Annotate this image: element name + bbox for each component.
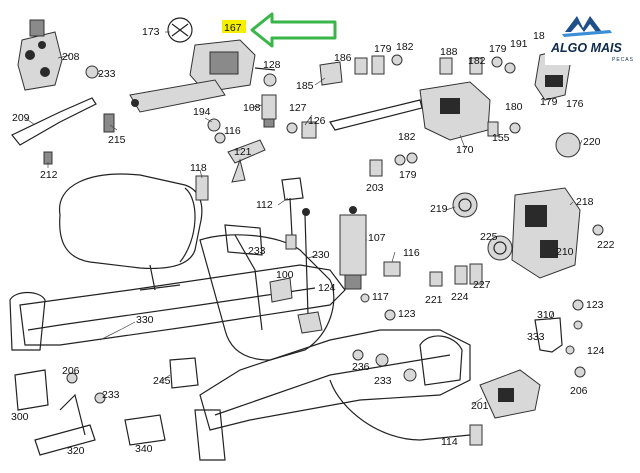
part-number-label: 180 <box>505 101 523 113</box>
part-number-label: 233 <box>248 245 266 257</box>
part-number-label: 208 <box>62 51 80 63</box>
part-number-label: 340 <box>135 443 153 455</box>
part-number-label: 179 <box>374 43 392 55</box>
part-number-label: 225 <box>480 231 498 243</box>
part-number-label: 107 <box>368 232 386 244</box>
part-number-label: 219 <box>430 203 448 215</box>
part-number-label: 179 <box>399 169 417 181</box>
part-number-label: 233 <box>102 389 120 401</box>
part-number-label: 333 <box>527 331 545 343</box>
part-number-label: 233 <box>98 68 116 80</box>
brand-logo-icon <box>565 16 602 32</box>
part-number-label: 182 <box>396 41 414 53</box>
part-number-label: 100 <box>276 269 294 281</box>
part-number-label: 176 <box>566 98 584 110</box>
part-number-label: 182 <box>398 131 416 143</box>
part-number-label: 173 <box>142 26 160 38</box>
brand-logo: ALGO MAIS PECAS <box>545 0 640 65</box>
part-number-label: 186 <box>334 52 352 64</box>
green-arrow-icon <box>250 12 337 48</box>
part-number-label: 191 <box>510 38 528 50</box>
part-number-label: 245 <box>153 375 171 387</box>
part-number-label: 300 <box>11 411 29 423</box>
part-number-label: 222 <box>597 239 615 251</box>
regulator-167 <box>129 17 276 113</box>
brand-tagline: PECAS <box>612 57 634 63</box>
part-number-label: 127 <box>289 102 307 114</box>
part-number-label: 155 <box>492 132 510 144</box>
axle-assembly <box>9 173 471 461</box>
highlight-box <box>222 20 246 33</box>
part-number-label: 179 <box>489 43 507 55</box>
part-number-label: 227 <box>473 279 491 291</box>
part-number-label: 206 <box>570 385 588 397</box>
part-number-label: 121 <box>234 146 252 158</box>
part-number-label: 215 <box>108 134 126 146</box>
part-number-label: 218 <box>576 196 594 208</box>
part-number-label: 185 <box>296 80 314 92</box>
part-number-label: 210 <box>556 246 574 258</box>
brand-name: ALGO MAIS <box>550 41 622 55</box>
part-number-label: 124 <box>587 345 605 357</box>
part-number-label: 212 <box>40 169 58 181</box>
part-number-label: 182 <box>468 55 486 67</box>
part-number-label: 167 <box>224 22 242 34</box>
part-number-label: 310 <box>537 309 555 321</box>
part-number-label: 209 <box>12 112 30 124</box>
part-number-label: 230 <box>312 249 330 261</box>
part-number-label: 203 <box>366 182 384 194</box>
leader-lines <box>24 31 583 406</box>
part-number-label: 188 <box>440 46 458 58</box>
part-number-label: 194 <box>193 106 211 118</box>
part-number-label: 220 <box>583 136 601 148</box>
part-number-label: 114 <box>441 436 458 448</box>
part-number-label: 118 <box>190 162 207 174</box>
part-number-label: 112 <box>256 199 273 211</box>
part-number-label: 206 <box>62 365 80 377</box>
part-number-label: 116 <box>403 247 420 259</box>
part-number-label: 123 <box>586 299 604 311</box>
part-number-label: 128 <box>263 59 281 71</box>
part-number-label: 233 <box>374 375 392 387</box>
part-number-label: 179 <box>540 96 558 108</box>
part-number-label: 201 <box>471 400 489 412</box>
highlight-167 <box>222 12 337 48</box>
fittings <box>11 49 604 456</box>
part-number-label: 126 <box>308 115 326 127</box>
part-number-label: 124 <box>318 282 336 294</box>
part-number-label: 320 <box>67 445 85 457</box>
part-number-label: 123 <box>398 308 416 320</box>
part-number-label: 108 <box>243 102 261 114</box>
part-number-label: 330 <box>136 314 154 326</box>
part-number-label: 117 <box>372 291 389 303</box>
part-number-label: 170 <box>456 144 474 156</box>
part-number-label: 221 <box>425 294 443 306</box>
valve-208 <box>17 19 63 91</box>
part-number-label: 236 <box>352 361 370 373</box>
part-number-label: 224 <box>451 291 469 303</box>
part-number-label: 116 <box>224 125 241 137</box>
